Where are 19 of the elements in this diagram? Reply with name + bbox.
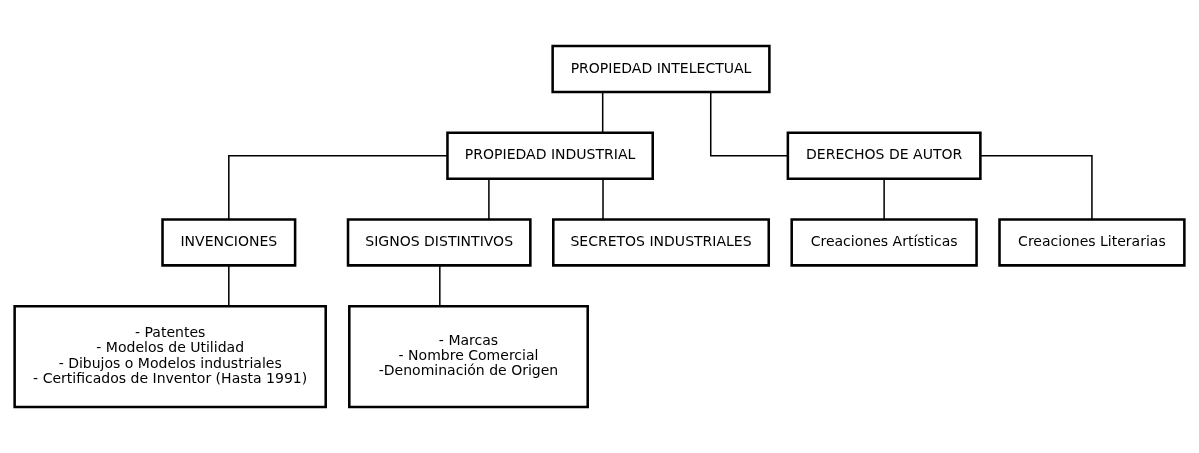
node-box: DERECHOS DE AUTOR bbox=[786, 131, 982, 180]
connector bbox=[979, 154, 1093, 220]
connector bbox=[883, 178, 885, 220]
connector bbox=[602, 178, 604, 220]
connector bbox=[709, 91, 789, 157]
node-box: Creaciones Literarias bbox=[998, 218, 1186, 267]
connector bbox=[228, 264, 230, 307]
connector bbox=[228, 154, 448, 220]
node-box: PROPIEDAD INTELECTUAL bbox=[551, 44, 771, 94]
node-box: - Marcas - Nombre Comercial -Denominación de Origen bbox=[348, 304, 589, 409]
connector bbox=[601, 91, 604, 134]
node-box: PROPIEDAD INDUSTRIAL bbox=[446, 131, 654, 180]
node-box: Creaciones Artísticas bbox=[790, 218, 978, 267]
node-box: INVENCIONES bbox=[161, 218, 297, 267]
connector bbox=[439, 264, 441, 307]
node-box: - Patentes - Modelos de Utilidad - Dibujos o Modelos industriales - Certificados de Inventor (Hasta 1991) bbox=[13, 304, 327, 409]
connector bbox=[488, 178, 490, 220]
node-box: SECRETOS INDUSTRIALES bbox=[552, 218, 770, 267]
node-box: SIGNOS DISTINTIVOS bbox=[346, 218, 532, 267]
